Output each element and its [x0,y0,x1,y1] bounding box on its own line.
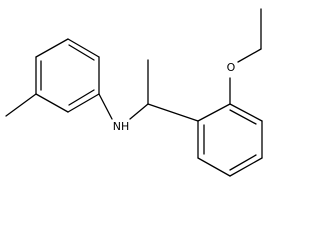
ring-double-bond [68,44,95,61]
ring-bond [35,38,69,58]
ch-aryl-bond [147,103,199,122]
oxygen-atom-label: O [227,61,236,74]
nitrogen-ch-bond [129,103,149,120]
chemical-structure-diagram: NH O [5,8,263,177]
ring-bond [229,103,263,122]
ring-double-bond [68,89,95,106]
aryl-nitrogen-bond [98,93,113,120]
ring-bond [67,38,100,58]
ring-double-bond [229,109,257,125]
ethoxyphenyl-ring [197,103,263,177]
methyl-bond [5,93,37,117]
ring-double-bond [229,154,257,171]
ring-bond [197,103,231,122]
ring-bond [35,93,69,113]
tolyl-ring [35,38,100,113]
ring-bond [67,93,100,113]
oxygen-ethyl-bond [237,48,262,63]
nitrogen-atom-label: NH [113,120,130,133]
ring-bond [229,157,263,177]
ring-bond [197,157,231,177]
